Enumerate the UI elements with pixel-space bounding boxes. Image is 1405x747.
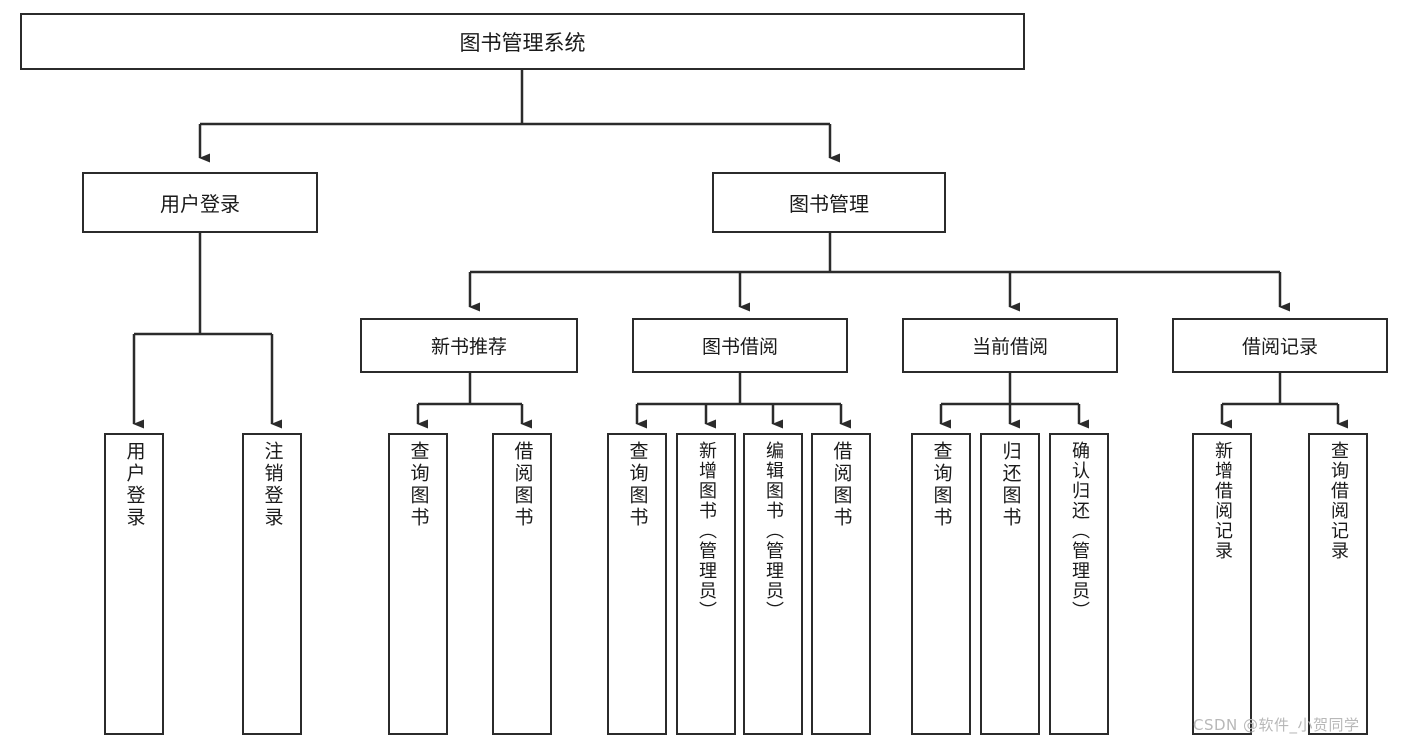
leaf-label: 新增图书（管理员） <box>696 441 717 621</box>
node-root-system[interactable]: 图书管理系统 <box>20 13 1025 70</box>
node-book-borrow[interactable]: 图书借阅 <box>632 318 848 373</box>
leaf-label: 新增借阅记录 <box>1212 441 1233 561</box>
leaf-borrow-query-book[interactable]: 查询图书 <box>607 433 667 735</box>
leaf-label: 借阅图书 <box>511 441 534 529</box>
leaf-label: 借阅图书 <box>830 441 853 529</box>
leaf-current-return-book[interactable]: 归还图书 <box>980 433 1040 735</box>
node-new-book-recommend[interactable]: 新书推荐 <box>360 318 578 373</box>
leaf-label: 查询图书 <box>930 441 953 529</box>
csdn-watermark: CSDN @软件_小贺同学 <box>1193 716 1360 734</box>
leaf-label: 查询借阅记录 <box>1328 441 1349 561</box>
node-borrow-record[interactable]: 借阅记录 <box>1172 318 1388 373</box>
leaf-recommend-query-book[interactable]: 查询图书 <box>388 433 448 735</box>
node-current-borrow[interactable]: 当前借阅 <box>902 318 1118 373</box>
node-book-management[interactable]: 图书管理 <box>712 172 946 233</box>
leaf-borrow-edit-book-admin[interactable]: 编辑图书（管理员） <box>743 433 803 735</box>
leaf-user-login-action[interactable]: 用户登录 <box>104 433 164 735</box>
leaf-record-add-borrow-record[interactable]: 新增借阅记录 <box>1192 433 1252 735</box>
leaf-recommend-borrow-book[interactable]: 借阅图书 <box>492 433 552 735</box>
leaf-borrow-borrow-book[interactable]: 借阅图书 <box>811 433 871 735</box>
node-user-login[interactable]: 用户登录 <box>82 172 318 233</box>
leaf-label: 确认归还（管理员） <box>1069 441 1090 621</box>
leaf-label: 用户登录 <box>123 441 146 529</box>
leaf-record-query-borrow-record[interactable]: 查询借阅记录 <box>1308 433 1368 735</box>
leaf-current-query-book[interactable]: 查询图书 <box>911 433 971 735</box>
leaf-user-logout-action[interactable]: 注销登录 <box>242 433 302 735</box>
leaf-current-confirm-return-admin[interactable]: 确认归还（管理员） <box>1049 433 1109 735</box>
leaf-label: 注销登录 <box>261 441 284 529</box>
leaf-label: 查询图书 <box>407 441 430 529</box>
leaf-label: 查询图书 <box>626 441 649 529</box>
leaf-label: 编辑图书（管理员） <box>763 441 784 621</box>
leaf-label: 归还图书 <box>999 441 1022 529</box>
leaf-borrow-add-book-admin[interactable]: 新增图书（管理员） <box>676 433 736 735</box>
